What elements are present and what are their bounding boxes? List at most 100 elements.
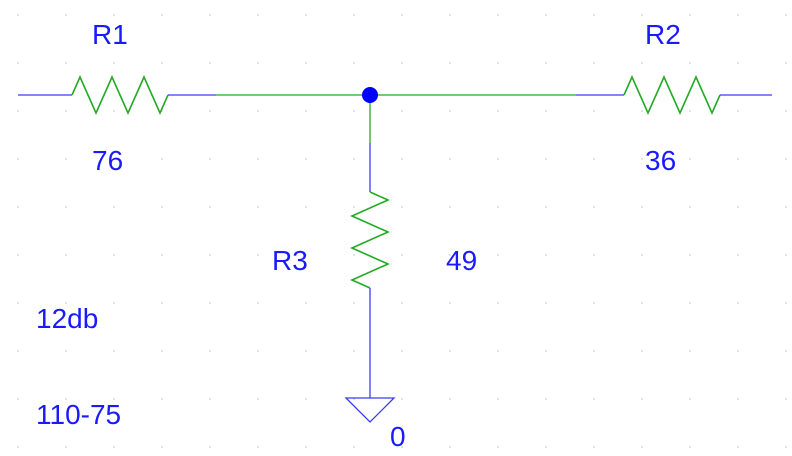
resistor-r1[interactable]: [18, 75, 216, 115]
grid-dot: [737, 254, 739, 256]
grid-dot: [161, 206, 163, 208]
grid-dot: [545, 110, 547, 112]
grid-dot: [65, 206, 67, 208]
r1-value-label: 76: [92, 145, 123, 176]
grid-dot: [497, 350, 499, 352]
note-attenuation: 12db: [36, 303, 98, 334]
grid-dot: [257, 62, 259, 64]
grid-dot: [161, 14, 163, 16]
grid-dot: [737, 158, 739, 160]
grid-dot: [401, 14, 403, 16]
grid-dot: [545, 206, 547, 208]
grid-dot: [17, 110, 19, 112]
grid-dot: [593, 206, 595, 208]
grid-dot: [209, 254, 211, 256]
grid-dot: [401, 158, 403, 160]
grid-dot: [785, 254, 787, 256]
grid-dot: [449, 62, 451, 64]
grid-dot: [593, 302, 595, 304]
grid-dot: [593, 158, 595, 160]
grid-dot: [449, 350, 451, 352]
grid-dot: [257, 302, 259, 304]
grid-dot: [449, 398, 451, 400]
grid-dot: [209, 302, 211, 304]
grid-dot: [785, 446, 787, 448]
grid-dot: [257, 206, 259, 208]
grid-dot: [305, 350, 307, 352]
grid-dot: [737, 350, 739, 352]
grid-dot: [497, 206, 499, 208]
grid-dot: [17, 14, 19, 16]
grid-dot: [689, 62, 691, 64]
grid-dot: [209, 158, 211, 160]
grid-dot: [401, 350, 403, 352]
grid-dot: [257, 14, 259, 16]
grid-dot: [497, 302, 499, 304]
r3-zigzag: [350, 191, 390, 289]
grid-dot: [161, 62, 163, 64]
grid-dot: [17, 62, 19, 64]
grid-dot: [593, 62, 595, 64]
ground-symbol[interactable]: [344, 397, 396, 423]
grid-dot: [305, 446, 307, 448]
grid-dot: [65, 446, 67, 448]
grid-dot: [113, 446, 115, 448]
grid-dot: [497, 110, 499, 112]
grid-dot: [449, 14, 451, 16]
grid-dot: [161, 158, 163, 160]
grid-dot: [785, 350, 787, 352]
grid-dot: [641, 158, 643, 160]
grid-dot: [353, 14, 355, 16]
grid-dot: [545, 302, 547, 304]
grid-dot: [113, 350, 115, 352]
grid-dot: [401, 206, 403, 208]
grid-dot: [785, 62, 787, 64]
grid-dot: [737, 62, 739, 64]
grid-dot: [689, 254, 691, 256]
grid-dot: [65, 302, 67, 304]
grid-dot: [737, 206, 739, 208]
resistor-r2[interactable]: [576, 75, 772, 115]
grid-dot: [353, 350, 355, 352]
grid-dot: [449, 110, 451, 112]
grid-dot: [353, 446, 355, 448]
resistor-r3[interactable]: [350, 143, 390, 398]
grid-dot: [641, 206, 643, 208]
grid-dot: [689, 446, 691, 448]
grid-dot: [65, 398, 67, 400]
grid-dot: [65, 158, 67, 160]
junction-dot[interactable]: [362, 87, 378, 103]
grid-dot: [305, 302, 307, 304]
grid-dot: [161, 254, 163, 256]
grid-dot: [497, 158, 499, 160]
ground-triangle: [344, 397, 396, 423]
grid-dot: [209, 62, 211, 64]
grid-dot: [689, 206, 691, 208]
grid-dot: [401, 398, 403, 400]
r2-zigzag: [623, 75, 721, 115]
grid-dot: [401, 446, 403, 448]
grid-dot: [305, 206, 307, 208]
grid-dot: [353, 62, 355, 64]
grid-dot: [209, 110, 211, 112]
grid-dot: [353, 206, 355, 208]
grid-dot: [737, 14, 739, 16]
grid-dot: [497, 62, 499, 64]
grid-dot: [449, 158, 451, 160]
r2-value-label: 36: [645, 145, 676, 176]
grid-dot: [257, 254, 259, 256]
grid-dot: [65, 254, 67, 256]
grid-dot: [545, 158, 547, 160]
grid-dot: [353, 110, 355, 112]
grid-dot: [17, 446, 19, 448]
grid-dot: [545, 350, 547, 352]
grid-dot: [785, 14, 787, 16]
grid-dot: [65, 62, 67, 64]
grid-dot: [353, 158, 355, 160]
grid-dot: [113, 14, 115, 16]
r1-ref-label: R1: [92, 19, 128, 50]
grid-dot: [17, 206, 19, 208]
grid-dot: [497, 398, 499, 400]
r1-zigzag: [71, 75, 169, 115]
grid-dot: [161, 398, 163, 400]
